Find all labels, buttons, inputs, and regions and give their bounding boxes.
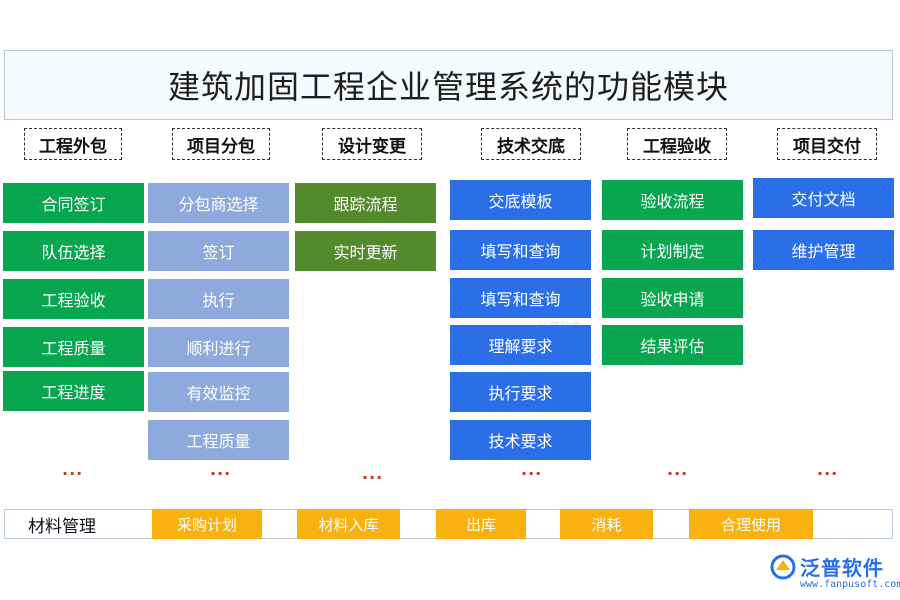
module-box: 填写和查询 [450,230,591,270]
module-box: 工程验收 [3,279,144,319]
module-box: 顺利进行 [148,327,289,367]
module-box: 结果评估 [602,325,743,365]
category-header-acceptance: 工程验收 [627,128,727,160]
watermark: 泛普软件 [538,320,582,333]
module-box: 技术要求 [450,420,591,460]
diagram-title: 建筑加固工程企业管理系统的功能模块 [4,50,893,120]
module-box: 交付文档 [753,178,894,218]
category-header-outsourcing: 工程外包 [24,128,122,160]
category-header-subcontract: 项目分包 [172,128,270,160]
category-header-delivery: 项目交付 [777,128,877,160]
brand-logo: 泛普软件 www.fanpusoft.com [770,552,900,596]
materials-label: 材料管理 [28,516,96,537]
module-box: 工程质量 [148,420,289,460]
ellipsis: ... [817,460,839,479]
module-box: 执行 [148,279,289,319]
materials-item: 采购计划 [152,509,262,539]
module-box: 签订 [148,231,289,271]
module-box: 实时更新 [295,231,436,271]
module-box: 验收申请 [602,278,743,318]
module-box: 跟踪流程 [295,183,436,223]
ellipsis: ... [62,460,84,479]
ellipsis: ... [362,464,384,483]
materials-item: 消耗 [560,509,653,539]
materials-item: 出库 [436,509,526,539]
module-box: 维护管理 [753,230,894,270]
module-box: 验收流程 [602,180,743,220]
materials-item: 合理使用 [689,509,813,539]
logo-name: 泛普软件 [800,556,884,580]
module-box: 有效监控 [148,372,289,412]
logo-url: www.fanpusoft.com [800,579,900,590]
module-box: 理解要求 [450,325,591,365]
ellipsis: ... [210,460,232,479]
ellipsis: ... [521,460,543,479]
module-box: 分包商选择 [148,183,289,223]
module-box: 队伍选择 [3,231,144,271]
module-box: 交底模板 [450,180,591,220]
module-box: 执行要求 [450,372,591,412]
category-header-tech-briefing: 技术交底 [481,128,581,160]
ellipsis: ... [667,460,689,479]
materials-item: 材料入库 [297,509,400,539]
module-box: 填写和查询 [450,278,591,318]
module-box: 工程质量 [3,327,144,367]
module-box: 工程进度 [3,371,144,411]
category-header-design-change: 设计变更 [322,128,422,160]
logo-mark-icon [770,554,796,580]
module-box: 计划制定 [602,230,743,270]
module-box: 合同签订 [3,183,144,223]
